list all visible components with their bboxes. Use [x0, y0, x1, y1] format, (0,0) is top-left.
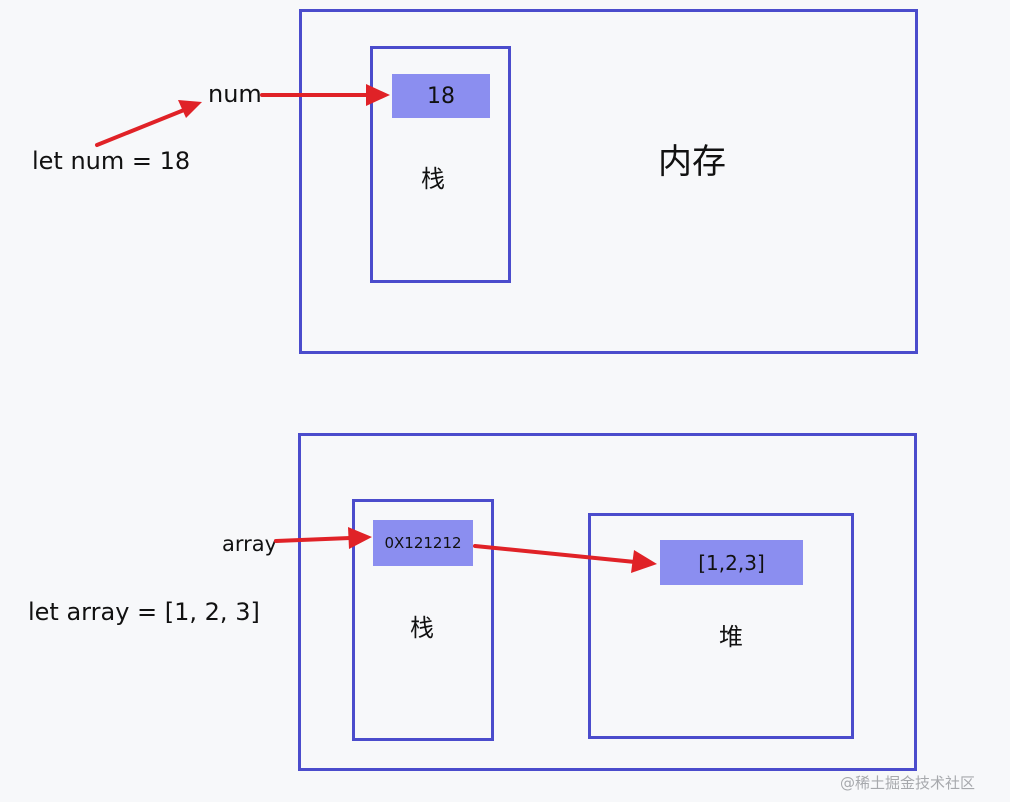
arrowhead-code-to-num — [178, 100, 202, 118]
memory-box-bottom — [298, 433, 917, 771]
arrowhead-num-to-value — [366, 84, 390, 106]
arrow-array-to-address — [274, 536, 352, 543]
code-let-num: let num = 18 — [32, 147, 191, 175]
address-cell: 0X121212 — [373, 520, 473, 566]
stack-box-top — [370, 46, 511, 283]
stack-label-top: 栈 — [421, 165, 445, 193]
heap-box — [588, 513, 854, 739]
watermark: @稀土掘金技术社区 — [840, 774, 976, 792]
arrow-code-to-num — [95, 108, 186, 147]
memory-label: 内存 — [658, 142, 726, 182]
memory-box — [299, 9, 918, 354]
arrow-address-to-heap — [473, 544, 637, 564]
arrowhead-address-to-heap — [631, 550, 657, 573]
value-cell-18: 18 — [392, 74, 490, 118]
heap-array-cell: [1,2,3] — [660, 540, 803, 585]
code-let-array: let array = [1, 2, 3] — [28, 598, 260, 626]
arrowhead-array-to-address — [348, 527, 372, 549]
heap-label: 堆 — [719, 623, 743, 651]
stack-box-bottom — [352, 499, 494, 741]
variable-array-label: array — [222, 532, 278, 556]
stack-label-bottom: 栈 — [410, 614, 434, 642]
variable-num-label: num — [208, 80, 262, 108]
